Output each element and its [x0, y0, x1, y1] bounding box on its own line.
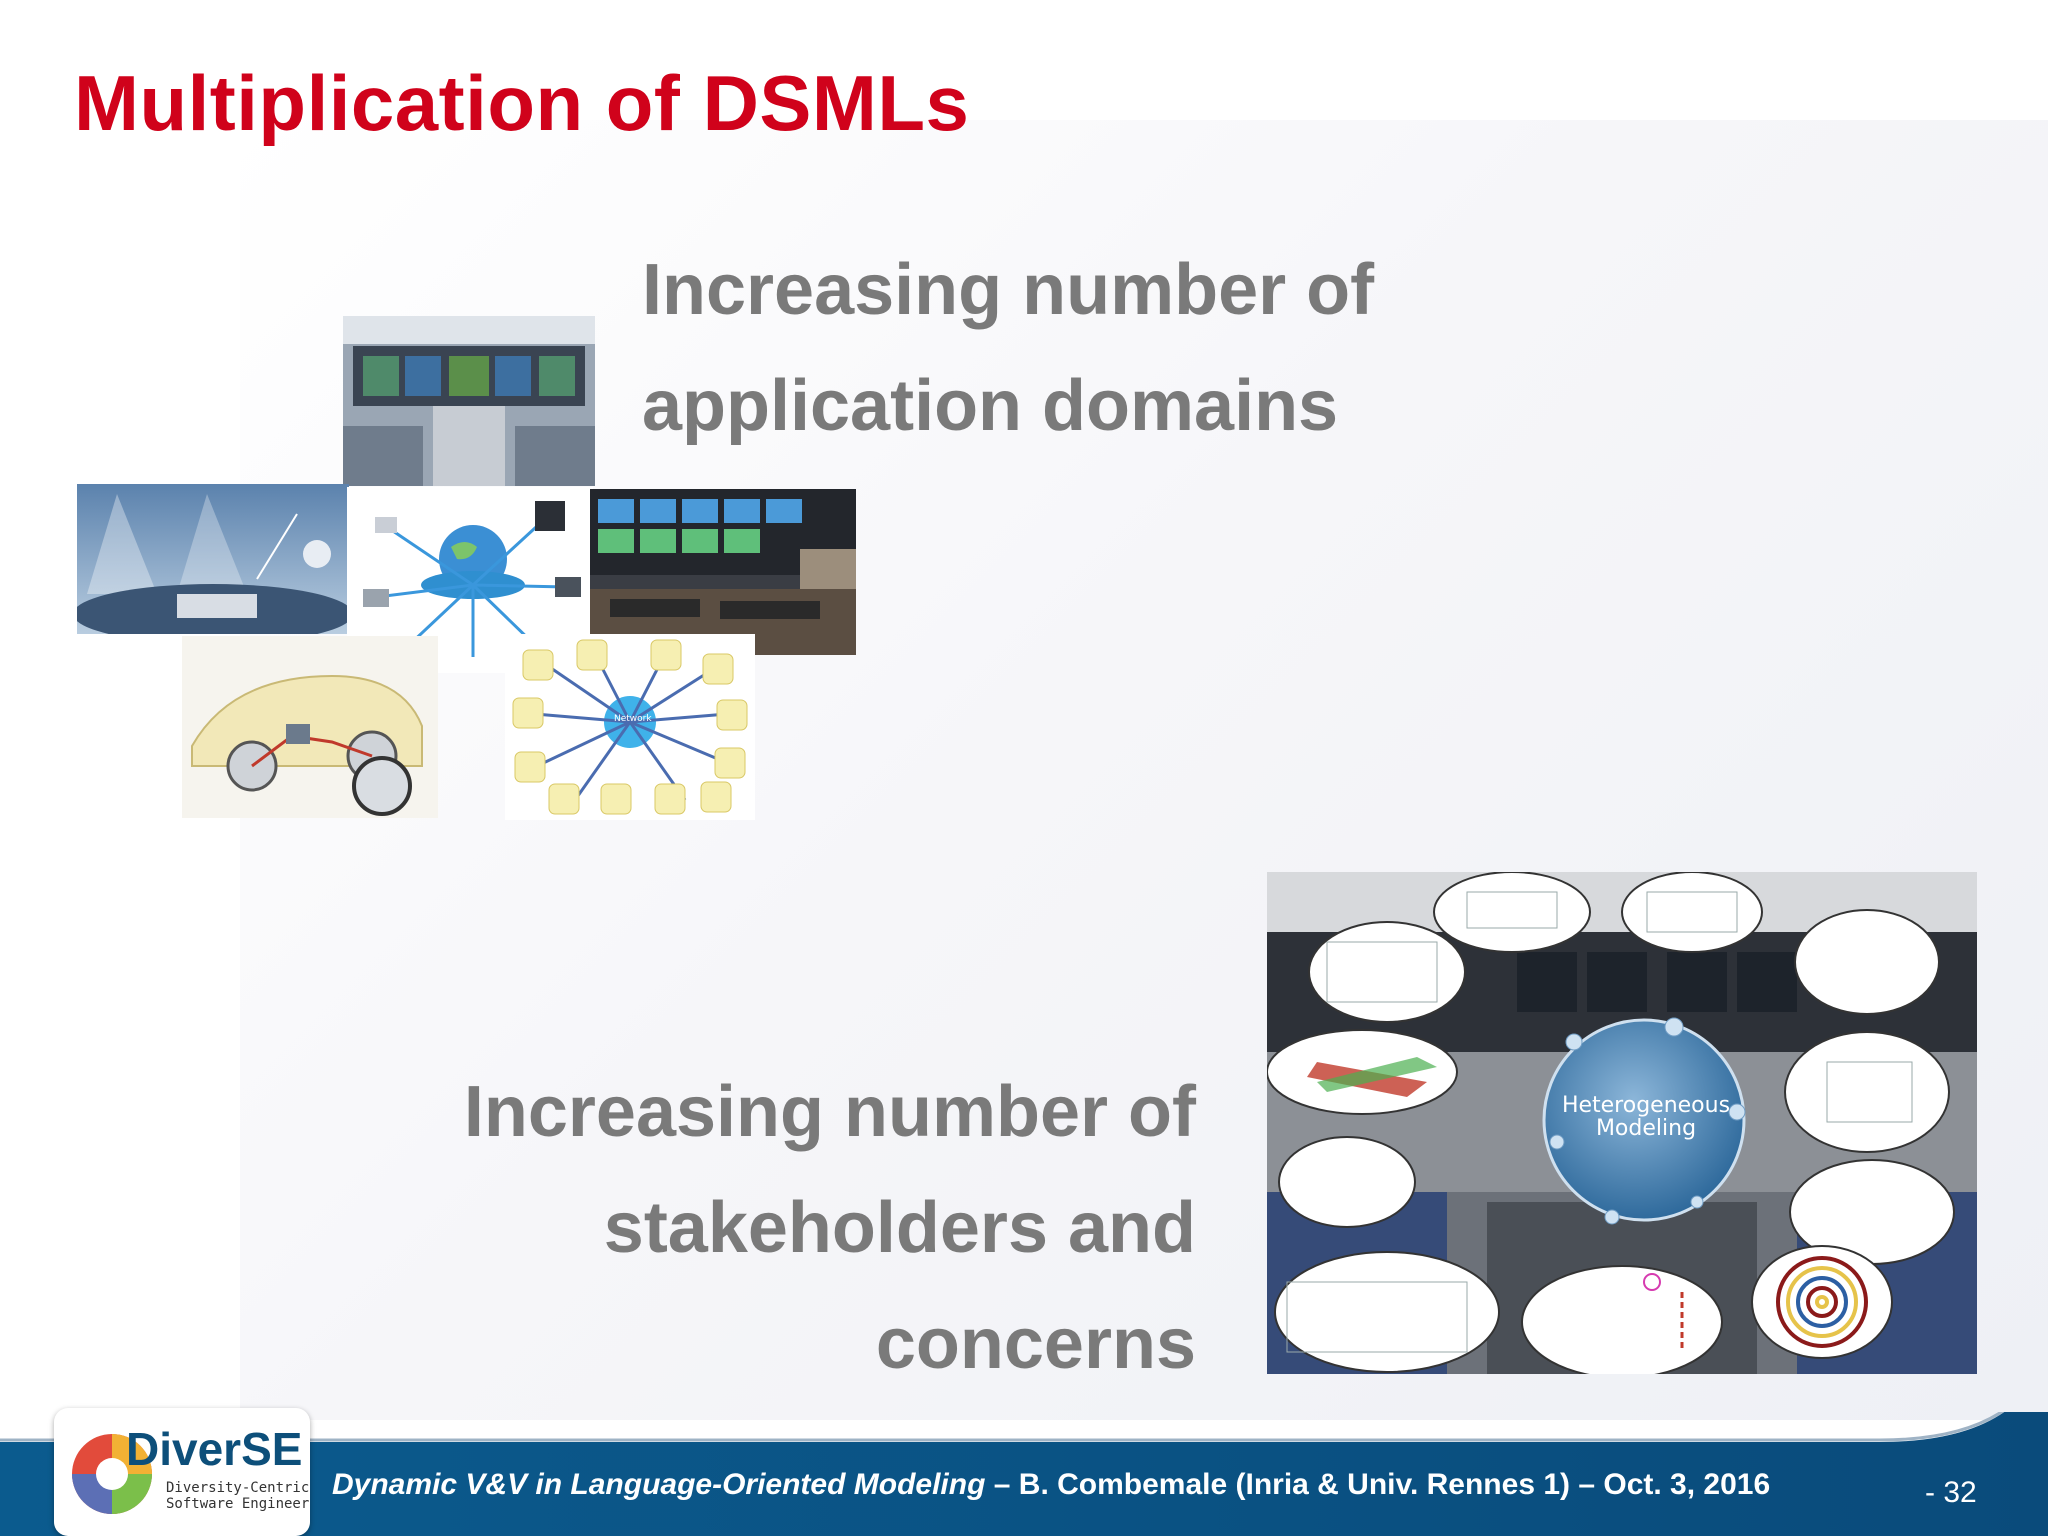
- page-number: - 32: [1925, 1476, 1977, 1509]
- footer-band: [0, 1412, 2048, 1536]
- logo-gear-icon: [72, 1434, 152, 1514]
- footer-talk-title: Dynamic V&V in Language-Oriented Modelin…: [332, 1468, 986, 1501]
- heading-line: concerns: [875, 1304, 1196, 1384]
- heterogeneous-modeling-cockpit: [1267, 872, 1977, 1374]
- heading-line: Increasing number of: [463, 1072, 1196, 1152]
- logo-subtitle: Diversity-Centric Software Engineering: [166, 1480, 310, 1512]
- logo-name: DiverSE: [126, 1423, 303, 1475]
- control-room-photo: [590, 489, 856, 655]
- connected-devices-network: [505, 634, 755, 820]
- slide-title: Multiplication of DSMLs: [74, 59, 970, 147]
- cockpit-photo: [343, 316, 595, 486]
- heading-line: stakeholders and: [603, 1188, 1196, 1268]
- footer-author-date: – B. Combemale (Inria & Univ. Rennes 1) …: [985, 1468, 1771, 1501]
- heading-stakeholders: Increasing number of stakeholders and co…: [464, 1054, 1196, 1402]
- network-label: Network: [614, 714, 652, 724]
- logo-subtitle-line: Diversity-Centric: [166, 1480, 310, 1496]
- heading-application-domains: Increasing number of application domains: [642, 232, 1374, 464]
- diverse-logo: DiverSE Diversity-Centric Software Engin…: [54, 1408, 310, 1536]
- footer-citation: Dynamic V&V in Language-Oriented Modelin…: [332, 1468, 1770, 1502]
- logo-subtitle-line: Software Engineering: [166, 1496, 310, 1512]
- car-brake-diagram: [182, 636, 438, 818]
- defense-systems-image: [77, 484, 349, 634]
- heading-line: Increasing number of: [642, 250, 1375, 330]
- heading-line: application domains: [642, 366, 1339, 446]
- heterogeneous-modeling-label: Heterogeneous Modeling: [1561, 1093, 1731, 1141]
